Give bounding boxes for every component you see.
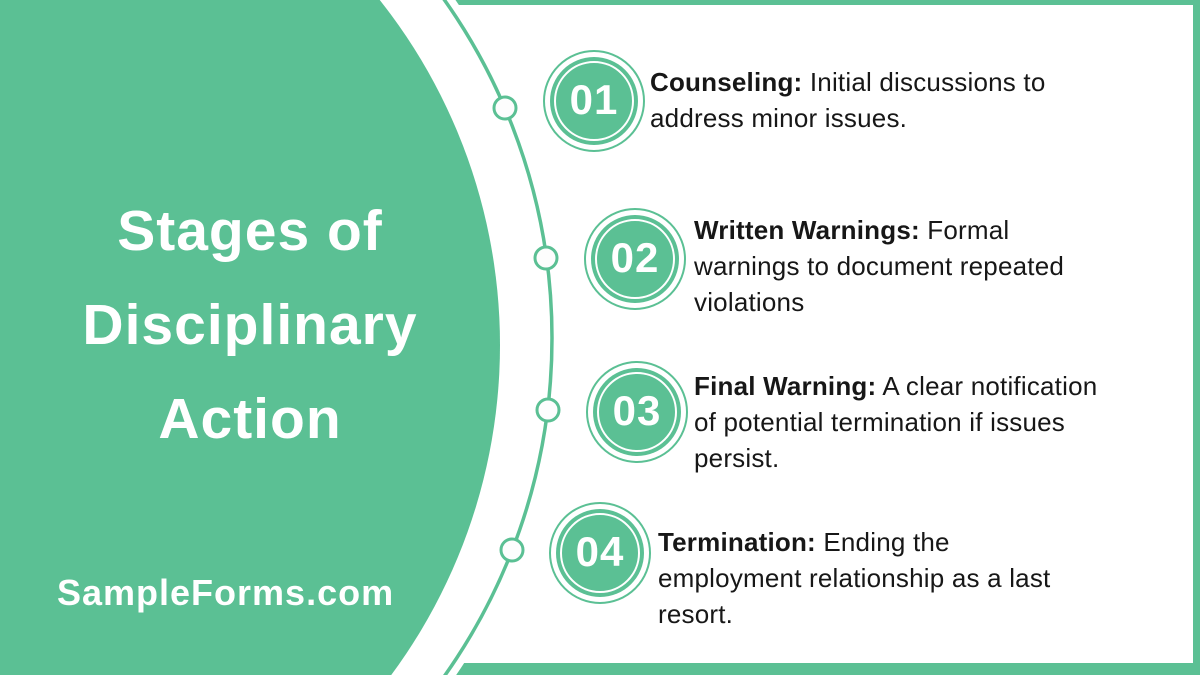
step-3-text: Final Warning: A clear notification of p…	[694, 368, 1097, 476]
step-2-number: 02	[610, 234, 660, 281]
step-2-text: Written Warnings: Formal warnings to doc…	[694, 212, 1064, 320]
step-4-text: Termination: Ending the employment relat…	[658, 524, 1050, 632]
page-title-line: Stages of	[117, 199, 383, 263]
brand-watermark: SampleForms.com	[57, 572, 395, 613]
step-4-number-badge: 04	[549, 502, 651, 604]
step-1-title: Counseling:	[650, 67, 803, 97]
timeline-arc	[442, 0, 554, 675]
step-4-number: 04	[575, 528, 625, 575]
page-title-line: Disciplinary	[82, 293, 418, 357]
step-3-line-2: of potential termination if issues	[694, 407, 1065, 437]
step-1-text: Counseling: Initial discussions to addre…	[650, 64, 1045, 136]
step-3-number-badge: 03	[586, 361, 688, 463]
step-4-line-2: employment relationship as a last	[658, 563, 1051, 593]
step-2-line-2: warnings to document repeated	[694, 251, 1065, 281]
step-4-title: Termination:	[658, 527, 816, 557]
step-3-line-1: Final Warning: A clear notification	[694, 368, 1097, 404]
step-4-line-1: Termination: Ending the	[658, 524, 1050, 560]
page-title: Stages of Disciplinary Action	[0, 184, 500, 466]
step-1-line-1: Counseling: Initial discussions to	[650, 64, 1045, 100]
step-1-number: 01	[569, 76, 619, 123]
timeline-node-3	[535, 397, 561, 423]
step-3-title: Final Warning:	[694, 371, 877, 401]
step-2-line-1: Written Warnings: Formal	[694, 212, 1064, 248]
step-3-line-3: persist.	[694, 443, 780, 473]
step-2-desc: Formal	[927, 215, 1010, 245]
step-1-number-badge: 01	[543, 50, 645, 152]
timeline-node-2	[533, 245, 559, 271]
step-1-line-2: address minor issues.	[650, 103, 908, 133]
timeline-node-4	[499, 537, 525, 563]
timeline-node-1	[492, 95, 518, 121]
step-4-desc: Ending the	[823, 527, 950, 557]
step-2-number-badge: 02	[584, 208, 686, 310]
page-title-line: Action	[158, 387, 342, 451]
step-4-line-3: resort.	[658, 599, 734, 629]
step-1-desc: Initial discussions to	[809, 67, 1046, 97]
step-3-number: 03	[612, 387, 662, 434]
step-2-title: Written Warnings:	[694, 215, 920, 245]
step-3-desc: A clear notification	[882, 371, 1098, 401]
green-disc	[0, 0, 500, 675]
step-2-line-3: violations	[694, 287, 805, 317]
